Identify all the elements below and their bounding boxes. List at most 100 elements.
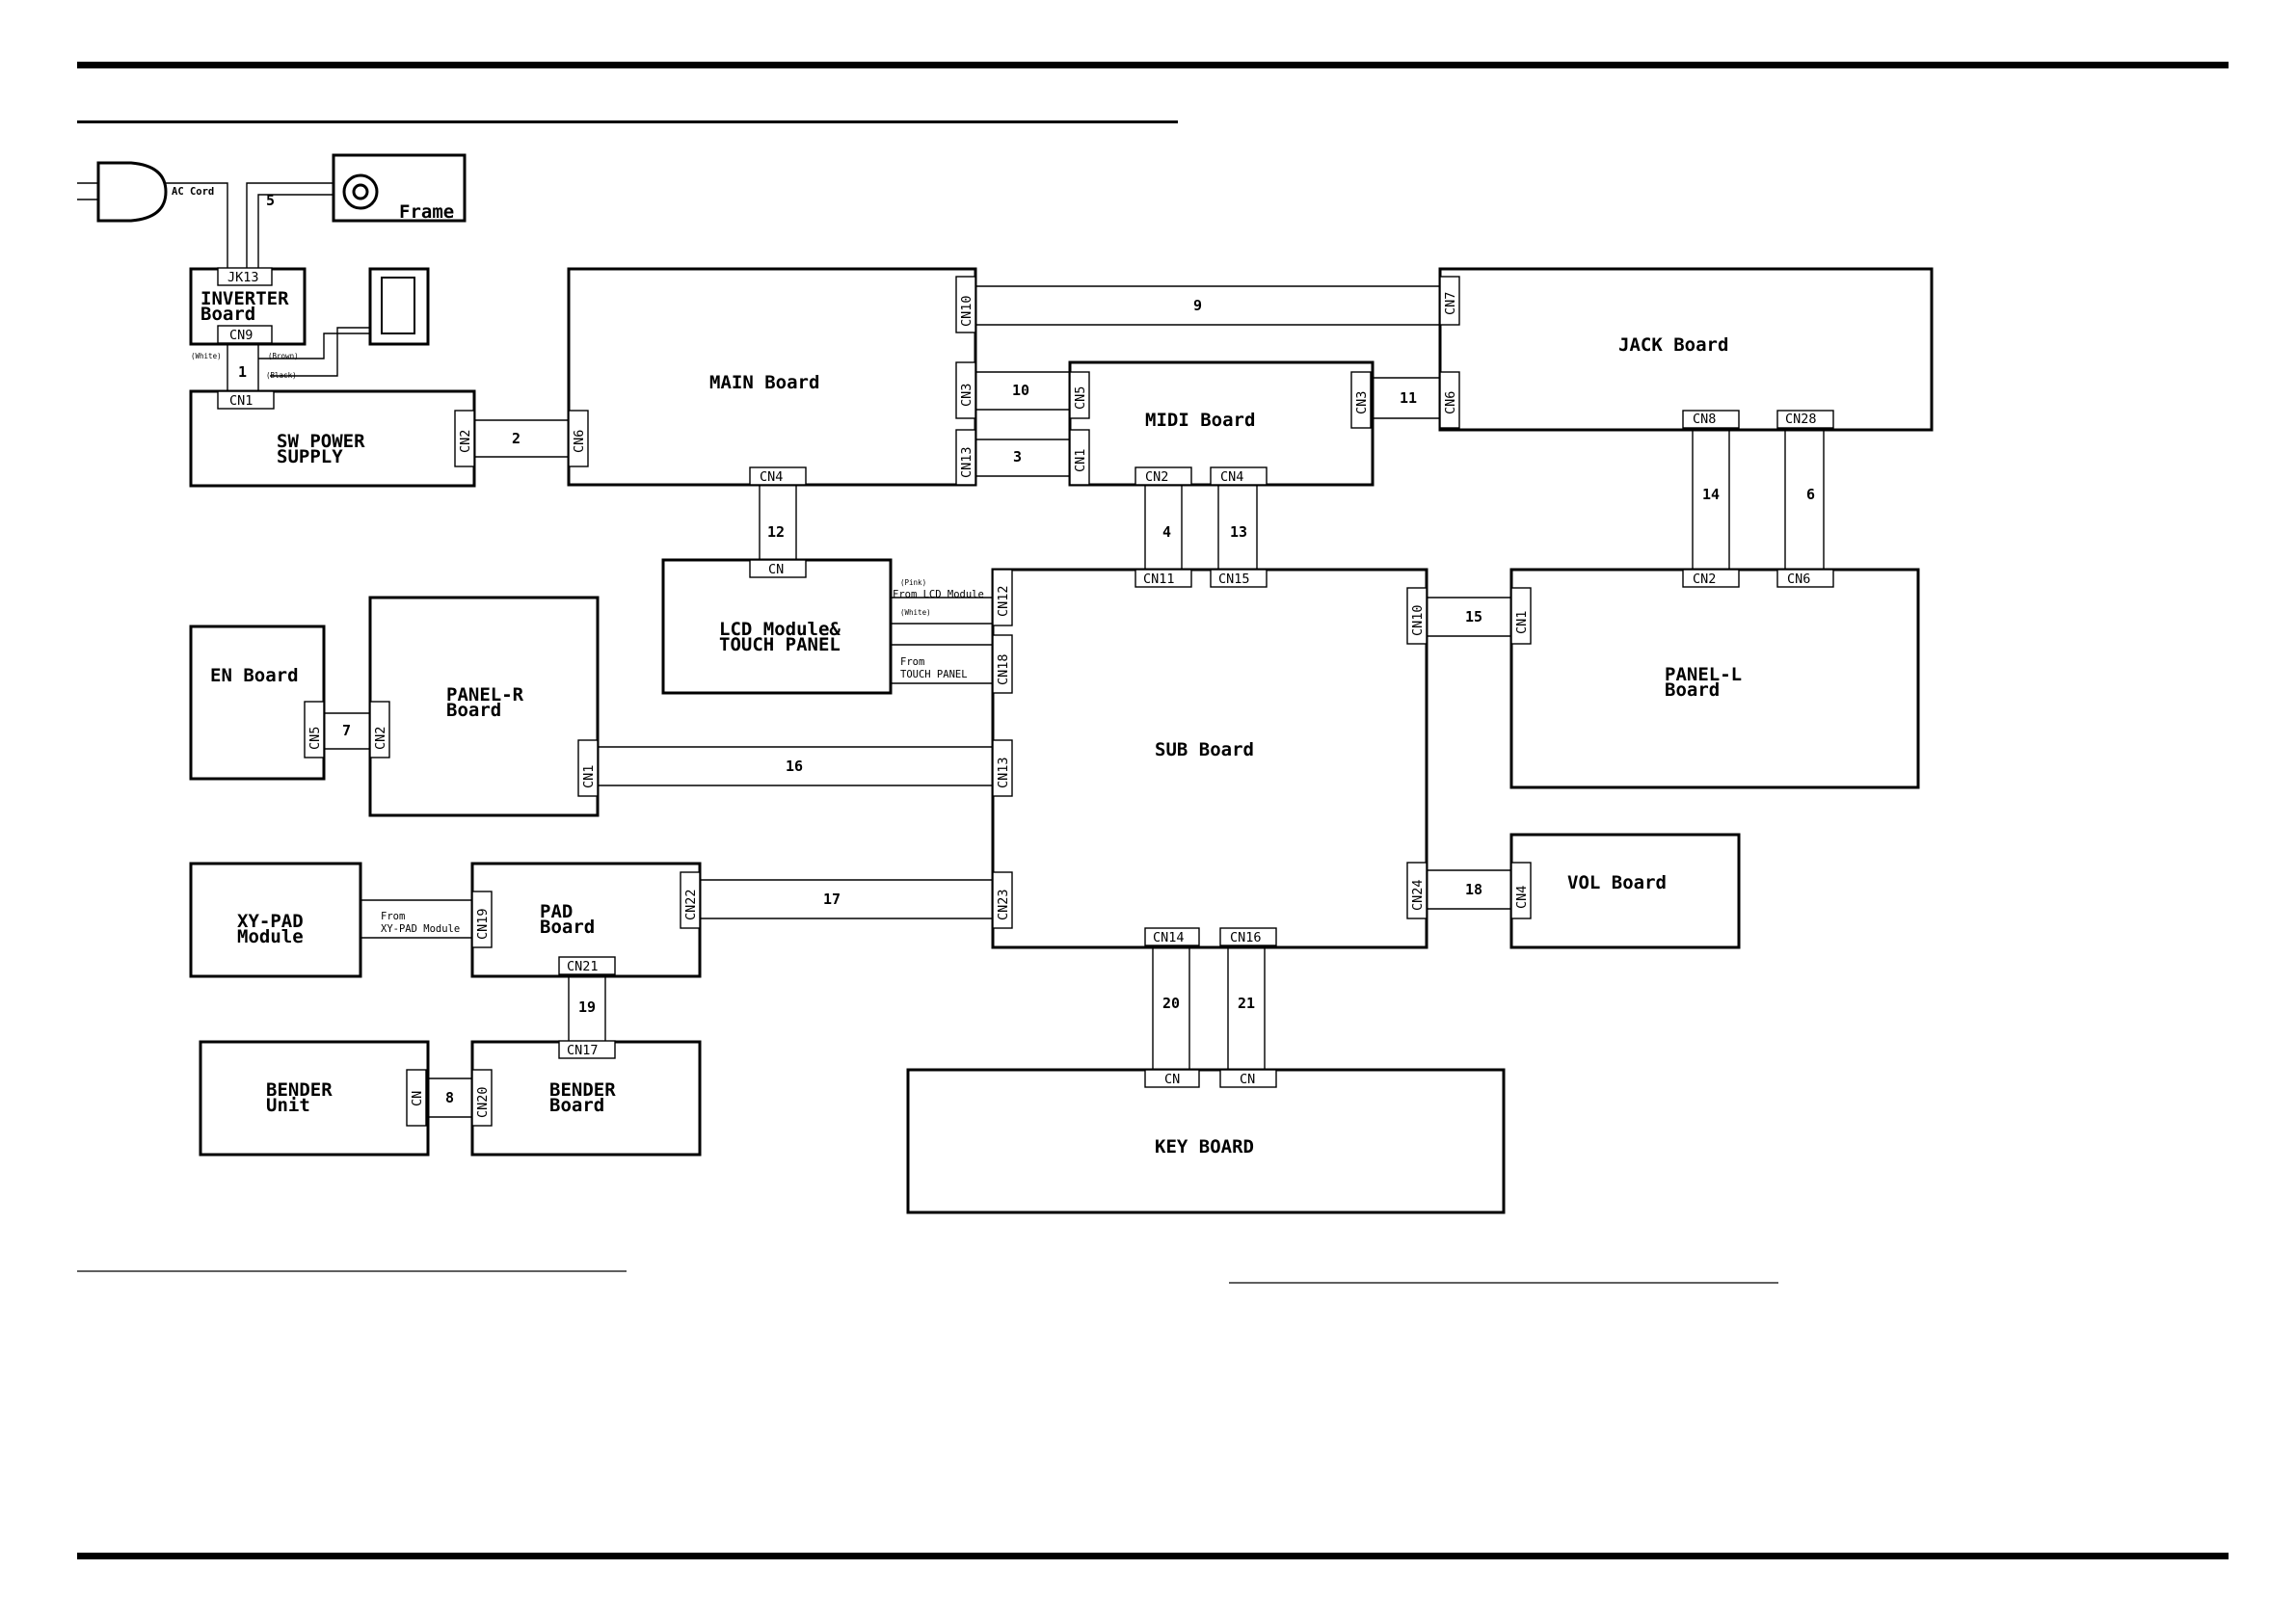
bender-board-label-1: BENDER bbox=[549, 1079, 616, 1101]
connector-key-cn-a: CN bbox=[1164, 1072, 1180, 1087]
connector-sw-cn2: CN2 bbox=[458, 430, 473, 453]
connector-sub-cn24: CN24 bbox=[1410, 879, 1426, 911]
ac-plug-icon bbox=[96, 161, 168, 223]
wire-16: 16 bbox=[786, 758, 803, 775]
panel-l-label-2: Board bbox=[1665, 679, 1720, 701]
connector-sub-cn18: CN18 bbox=[996, 653, 1011, 685]
connector-en-cn5: CN5 bbox=[307, 727, 323, 750]
wire-notes: (White) (Brown) (Black) (Pink) From LCD … bbox=[191, 352, 984, 935]
jack-board bbox=[1438, 267, 1934, 432]
note-white: (White) bbox=[191, 352, 222, 360]
sw-power-label-2: SUPPLY bbox=[277, 446, 343, 467]
connector-main-cn3: CN3 bbox=[959, 384, 974, 407]
xy-pad-label-1: XY-PAD bbox=[237, 911, 304, 932]
wire-5: 5 bbox=[266, 192, 275, 209]
connector-sub-cn13: CN13 bbox=[996, 757, 1011, 788]
bender-board bbox=[470, 1040, 702, 1157]
connector-inv-cn9: CN9 bbox=[229, 328, 253, 343]
note-from-lcd: From LCD Module bbox=[893, 589, 984, 600]
en-board bbox=[189, 625, 326, 781]
connector-sub-cn11: CN11 bbox=[1143, 572, 1175, 587]
wires bbox=[77, 182, 1825, 1118]
wire-3: 3 bbox=[1013, 448, 1022, 466]
panel-r-label-2: Board bbox=[446, 700, 501, 721]
connector-sub-cn23: CN23 bbox=[996, 889, 1011, 920]
connector-panel-l-cn2: CN2 bbox=[1693, 572, 1716, 587]
wire-10: 10 bbox=[1012, 382, 1029, 399]
wire-21: 21 bbox=[1238, 995, 1255, 1012]
wire-11: 11 bbox=[1400, 389, 1417, 407]
connector-jk13: JK13 bbox=[227, 270, 259, 285]
xy-pad-label-2: Module bbox=[237, 926, 304, 947]
wire-8: 8 bbox=[445, 1089, 454, 1106]
main-board-label: MAIN Board bbox=[709, 372, 819, 393]
midi-board-label: MIDI Board bbox=[1145, 410, 1255, 431]
connector-sw-cn1: CN1 bbox=[229, 393, 253, 409]
connector-sub-cn16: CN16 bbox=[1230, 930, 1262, 945]
connector-bender-unit-cn: CN bbox=[410, 1091, 425, 1106]
inverter-board-label-2: Board bbox=[200, 304, 255, 325]
wire-17: 17 bbox=[823, 891, 841, 908]
connector-pad-cn22: CN22 bbox=[683, 889, 699, 920]
connector-main-cn13: CN13 bbox=[959, 446, 974, 478]
note-from-xy-2: XY-PAD Module bbox=[381, 923, 460, 935]
pad-board-label-1: PAD bbox=[540, 901, 573, 922]
connector-lcd-cn: CN bbox=[768, 562, 784, 577]
top-rule bbox=[77, 62, 2229, 68]
wire-18: 18 bbox=[1465, 881, 1482, 898]
wire-15: 15 bbox=[1465, 608, 1482, 625]
panel-r-board bbox=[368, 596, 600, 817]
connectors: JK13 CN9 CN1 CN4 CN CN2 CN4 CN8 CN28 CN1… bbox=[217, 267, 1834, 1127]
midi-board bbox=[1068, 360, 1375, 487]
panel-l-board bbox=[1509, 568, 1920, 789]
bender-board-label-2: Board bbox=[549, 1095, 604, 1116]
frame-label: Frame bbox=[399, 201, 454, 223]
lcd-label-1: LCD Module& bbox=[719, 619, 841, 640]
wire-14: 14 bbox=[1702, 486, 1720, 503]
note-from-xy-1: From bbox=[381, 911, 405, 922]
inverter-board-label-1: INVERTER bbox=[200, 288, 289, 309]
connector-bender-board-cn20: CN20 bbox=[475, 1086, 491, 1118]
connector-jack-cn8: CN8 bbox=[1693, 412, 1716, 427]
key-board-label: KEY BOARD bbox=[1155, 1136, 1254, 1157]
note-white-lcd: (White) bbox=[900, 608, 931, 617]
wire-1: 1 bbox=[238, 363, 247, 381]
connector-jack-cn7: CN7 bbox=[1443, 292, 1458, 315]
connector-pad-cn19: CN19 bbox=[475, 908, 491, 940]
note-from-touch-2: TOUCH PANEL bbox=[900, 669, 968, 680]
panel-l-label-1: PANEL-L bbox=[1665, 664, 1742, 685]
section-rule bbox=[77, 120, 1178, 123]
bender-unit-label-2: Unit bbox=[266, 1095, 310, 1116]
wire-7: 7 bbox=[342, 722, 351, 739]
connector-jack-cn28: CN28 bbox=[1785, 412, 1817, 427]
wire-13: 13 bbox=[1230, 523, 1247, 541]
connector-panel-l-cn6: CN6 bbox=[1787, 572, 1810, 587]
wire-2: 2 bbox=[512, 430, 521, 447]
bender-unit-label-1: BENDER bbox=[266, 1079, 333, 1101]
connector-midi-cn2: CN2 bbox=[1145, 469, 1168, 485]
connector-panel-r-cn2: CN2 bbox=[373, 727, 388, 750]
connector-sub-cn12: CN12 bbox=[996, 585, 1011, 617]
connector-panel-r-cn1: CN1 bbox=[581, 765, 597, 788]
panel-r-label-1: PANEL-R bbox=[446, 684, 524, 705]
wire-numbers: 1 2 3 4 5 6 7 8 9 10 11 12 13 14 15 16 1… bbox=[238, 192, 1815, 1106]
sub-board-label: SUB Board bbox=[1155, 739, 1254, 760]
vol-board-label: VOL Board bbox=[1567, 872, 1667, 893]
ac-cord-label: AC Cord bbox=[172, 186, 214, 198]
pad-board-label-2: Board bbox=[540, 917, 595, 938]
connector-panel-l-cn1: CN1 bbox=[1514, 611, 1530, 634]
sub-board bbox=[991, 568, 1428, 949]
connector-sub-cn14: CN14 bbox=[1153, 930, 1185, 945]
bottom-rule bbox=[77, 1553, 2229, 1559]
wire-12: 12 bbox=[767, 523, 785, 541]
wire-20: 20 bbox=[1162, 995, 1180, 1012]
connector-midi-cn1: CN1 bbox=[1073, 449, 1088, 472]
connector-sub-cn15: CN15 bbox=[1218, 572, 1250, 587]
lcd-label-2: TOUCH PANEL bbox=[719, 634, 841, 655]
sw-power-label-1: SW POWER bbox=[277, 431, 365, 452]
main-board bbox=[567, 267, 977, 487]
connector-pad-cn21: CN21 bbox=[567, 959, 599, 974]
bender-unit bbox=[199, 1040, 430, 1157]
wire-19: 19 bbox=[578, 998, 596, 1016]
